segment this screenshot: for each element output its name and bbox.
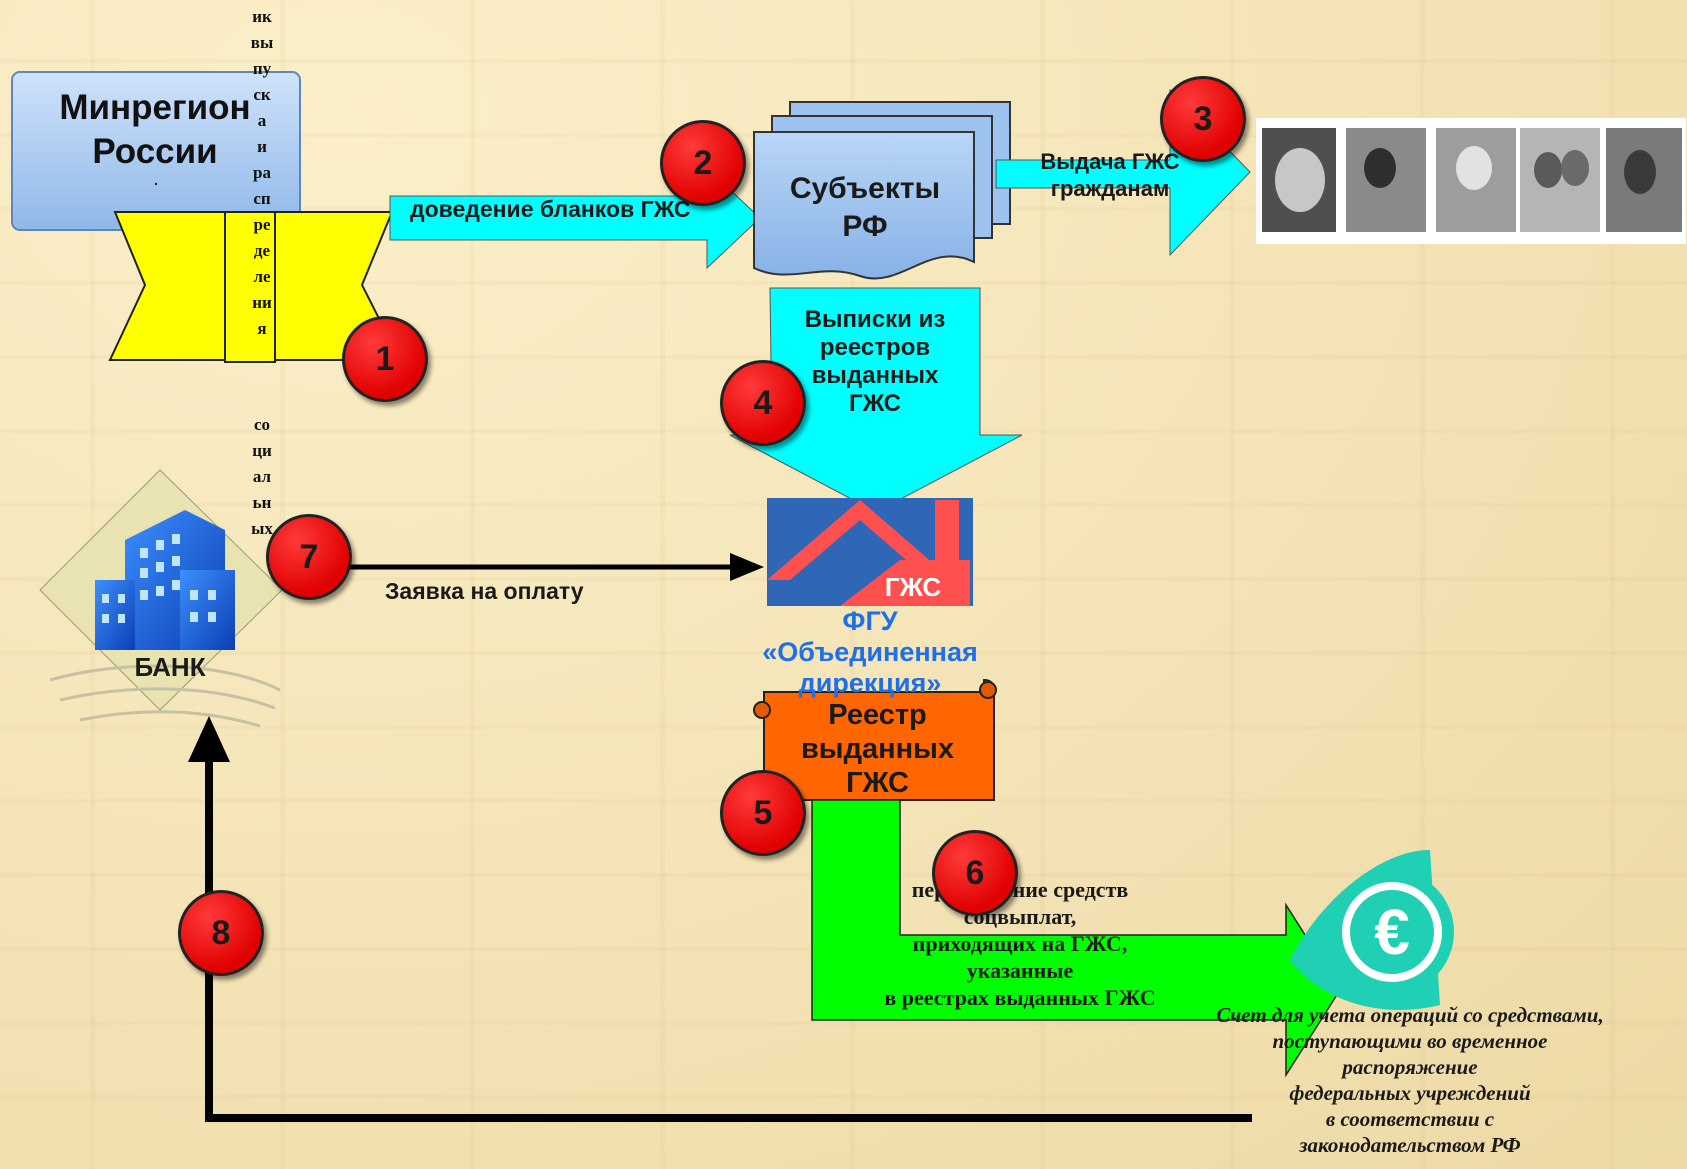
account-line1: Счет для учета операций со средствами,: [1216, 1003, 1604, 1027]
extracts-line1: Выписки из: [804, 306, 946, 333]
frag: ци: [252, 441, 272, 460]
registry-scroll-body: [763, 691, 995, 801]
badge-8: 8: [178, 890, 264, 976]
frag: ра: [253, 163, 271, 182]
gzhs-logo-shape: [840, 560, 970, 606]
frag: а: [257, 111, 267, 130]
subjects-doc-front: [753, 131, 975, 280]
ministry-line2: России: [92, 132, 218, 171]
certificate-fold: [224, 211, 276, 363]
issuance-line2: гражданам: [1050, 176, 1170, 201]
badge-6: 6: [932, 830, 1018, 916]
euro-icon-ring: [1342, 882, 1442, 982]
transfer-line5: в реестрах выданных ГЖС: [884, 985, 1156, 1010]
account-line2: поступающими во временное: [1272, 1029, 1548, 1053]
account-line4: федеральных учреждений: [1289, 1081, 1531, 1105]
frag: ых: [251, 519, 273, 538]
frag: сп: [253, 189, 271, 208]
frag: ск: [253, 85, 271, 104]
gzhs-logo-chimney: [935, 500, 959, 560]
badge-3: 3: [1160, 76, 1246, 162]
bank-windows: [102, 534, 216, 623]
vertical-fragment-top: ик вы пу ск а и ра сп ре де ле ни я: [240, 4, 284, 342]
blanks-arrow-label: доведение бланков ГЖС: [410, 196, 691, 222]
extracts-line3: выданных: [811, 362, 939, 389]
bank-left-wing: [95, 580, 135, 650]
bank-label: БАНК: [134, 652, 206, 682]
ministry-title: Минрегион России: [40, 86, 270, 174]
euro-symbol: €: [1374, 896, 1410, 968]
frag: де: [253, 241, 271, 260]
transfer-line4: указанные: [966, 958, 1074, 983]
badge-2: 2: [660, 120, 746, 206]
transfer-line1: перечисление средств: [911, 877, 1129, 902]
badge-5: 5: [720, 770, 806, 856]
account-line5: в соответствии с: [1325, 1107, 1495, 1131]
gzhs-logo-text: ГЖС: [884, 572, 942, 602]
ministry-line1: Минрегион: [59, 88, 251, 127]
fgu-line1: ФГУ: [842, 606, 898, 636]
account-line3: распоряжение: [1342, 1055, 1478, 1079]
extracts-line4: ГЖС: [848, 390, 902, 417]
fgu-line3: дирекция»: [798, 668, 942, 698]
bank-right-wing: [180, 570, 235, 650]
photo-frames: [1262, 128, 1682, 232]
payment-request-label: Заявка на оплату: [385, 578, 584, 604]
transfer-line2: соцвыплат,: [963, 904, 1077, 929]
frag: и: [257, 137, 267, 156]
fgu-line2: «Объединенная: [762, 637, 978, 667]
frag: ре: [253, 215, 271, 234]
subjects-line1: Субъекты: [789, 172, 941, 205]
transfer-line3: приходящих на ГЖС,: [912, 931, 1128, 956]
registry-line3: ГЖС: [846, 767, 909, 799]
frag: ни: [252, 293, 272, 312]
frag: ал: [252, 467, 272, 486]
extracts-line2: реестров: [819, 334, 931, 361]
subjects-line2: РФ: [842, 210, 888, 243]
badge-7: 7: [266, 514, 352, 600]
subjects-title: Субъекты РФ: [770, 170, 960, 246]
frag: ьн: [252, 493, 272, 512]
registry-label: Реестр выданных ГЖС: [770, 698, 985, 800]
frag: ик: [252, 7, 272, 26]
issuance-line1: Выдача ГЖС: [1040, 149, 1180, 174]
ministry-dot: .: [154, 172, 158, 188]
frag: я: [257, 319, 267, 338]
bank-waves: [49, 664, 281, 728]
frag: вы: [250, 33, 274, 52]
badge-1: 1: [342, 316, 428, 402]
fgu-label: ФГУ «Объединенная дирекция»: [720, 606, 1020, 699]
issuance-label: Выдача ГЖС гражданам: [1020, 148, 1200, 202]
vertical-fragment-bottom: со ци ал ьн ых: [240, 412, 284, 542]
badge-4: 4: [720, 360, 806, 446]
scroll-curl-left: [753, 701, 771, 719]
payment-request-arrowhead: [730, 553, 764, 581]
extracts-label: Выписки из реестров выданных ГЖС: [775, 306, 975, 418]
scroll-curl-right: [979, 681, 997, 699]
registry-line1: Реестр: [828, 699, 927, 731]
frag: со: [253, 415, 271, 434]
bank-return-arrowhead: [188, 716, 230, 762]
transfer-label: перечисление средств соцвыплат, приходящ…: [855, 876, 1185, 1011]
registry-line2: выданных: [800, 733, 955, 765]
account-line6: законодательством РФ: [1299, 1133, 1521, 1157]
frag: пу: [252, 59, 272, 78]
account-label: Счет для учета операций со средствами, п…: [1180, 1002, 1640, 1158]
frag: ле: [253, 267, 271, 286]
bank-return-arrow: [205, 748, 1252, 1122]
